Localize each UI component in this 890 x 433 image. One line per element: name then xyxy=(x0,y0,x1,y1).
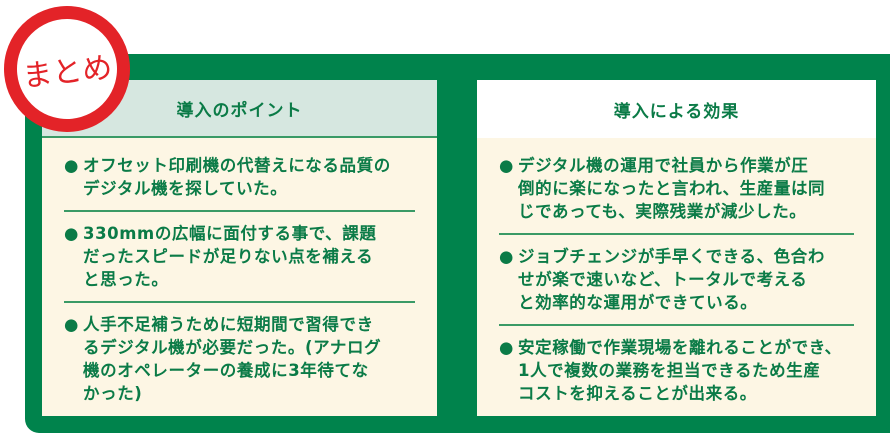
list-item: ●人手不足補うために短期間で習得でき るデジタル機が必要だった。(アナログ 機の… xyxy=(64,303,415,415)
panel-title: 導入による効果 xyxy=(477,80,876,138)
item-text: オフセット印刷機の代替えになる品質の デジタル機を探していた。 xyxy=(83,156,391,198)
bullet-icon: ● xyxy=(499,247,514,266)
list-item: ●安定稼働で作業現場を離れることができ、 1人で複数の業務を担当できるため生産 … xyxy=(499,326,854,415)
bullet-icon: ● xyxy=(499,156,514,175)
introduction-effects-panel: 導入による効果 ●デジタル機の運用で社員から作業が圧 倒的に楽になったと言われ、… xyxy=(477,80,876,416)
item-text: デジタル機の運用で社員から作業が圧 倒的に楽になったと言われ、生産量は同 じであ… xyxy=(518,156,826,221)
bullet-icon: ● xyxy=(499,338,514,357)
list-item: ●オフセット印刷機の代替えになる品質の デジタル機を探していた。 xyxy=(64,144,415,212)
list-item: ●デジタル機の運用で社員から作業が圧 倒的に楽になったと言われ、生産量は同 じで… xyxy=(499,144,854,235)
bullet-icon: ● xyxy=(64,315,79,334)
bullet-icon: ● xyxy=(64,156,79,175)
item-text: 人手不足補うために短期間で習得でき るデジタル機が必要だった。(アナログ 機のオ… xyxy=(83,315,382,403)
stamp-text: まとめ xyxy=(20,50,114,95)
list-item: ●330mmの広幅に面付する事で、課題 だったスピードが足りない点を補える と思… xyxy=(64,212,415,303)
list-item: ●ジョブチェンジが手早くできる、色合わ せが楽で速いなど、トータルで考える と効… xyxy=(499,235,854,326)
item-text: 安定稼働で作業現場を離れることができ、 1人で複数の業務を担当できるため生産 コ… xyxy=(518,338,842,403)
introduction-points-panel: 導入のポイント ●オフセット印刷機の代替えになる品質の デジタル機を探していた。… xyxy=(42,80,437,416)
bullet-icon: ● xyxy=(64,224,79,243)
item-text: ジョブチェンジが手早くできる、色合わ せが楽で速いなど、トータルで考える と効率… xyxy=(518,247,825,312)
item-text: 330mmの広幅に面付する事で、課題 だったスピードが足りない点を補える と思っ… xyxy=(83,224,377,289)
